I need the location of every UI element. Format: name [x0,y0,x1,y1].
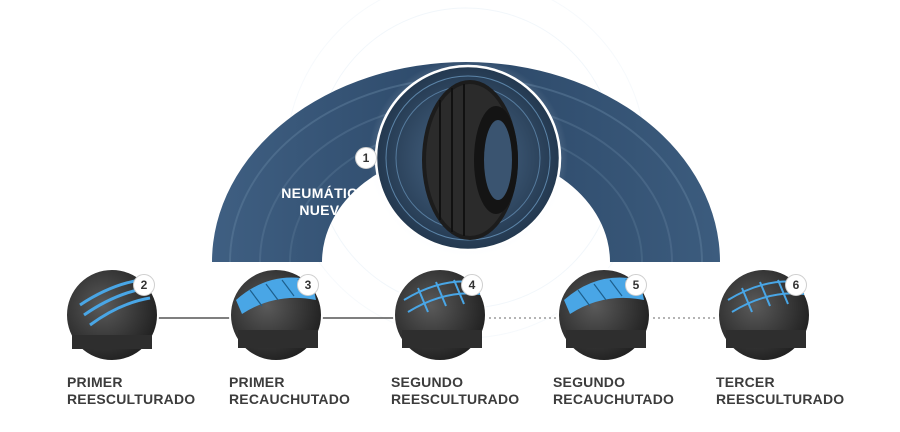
stage-label: PRIMER RECAUCHUTADO [229,374,350,408]
stage-label-line1: PRIMER [67,374,195,391]
new-tire-icon [368,58,568,258]
stage-label: SEGUNDO RECAUCHUTADO [553,374,674,408]
stage-label: TERCER REESCULTURADO [716,374,844,408]
new-tire-label-line2: NUEVO [270,202,380,219]
stage-label-line2: REESCULTURADO [391,391,519,408]
stage-label-line1: TERCER [716,374,844,391]
stage-label-line1: PRIMER [229,374,350,391]
stage-label-line2: REESCULTURADO [716,391,844,408]
new-tire-label: NEUMÁTICO NUEVO [270,185,380,219]
stage-label-line1: SEGUNDO [553,374,674,391]
stage-label: PRIMER REESCULTURADO [67,374,195,408]
stage-label: SEGUNDO REESCULTURADO [391,374,519,408]
new-tire-label-line1: NEUMÁTICO [270,185,380,202]
stage-label-line2: RECAUCHUTADO [553,391,674,408]
step-badge-6: 6 [785,274,807,296]
stage-label-line2: RECAUCHUTADO [229,391,350,408]
stage-label-line1: SEGUNDO [391,374,519,391]
step-badge-3: 3 [297,274,319,296]
step-badge-1: 1 [355,147,377,169]
step-badge-4: 4 [461,274,483,296]
stage-label-line2: REESCULTURADO [67,391,195,408]
step-badge-2: 2 [133,274,155,296]
step-badge-5: 5 [625,274,647,296]
